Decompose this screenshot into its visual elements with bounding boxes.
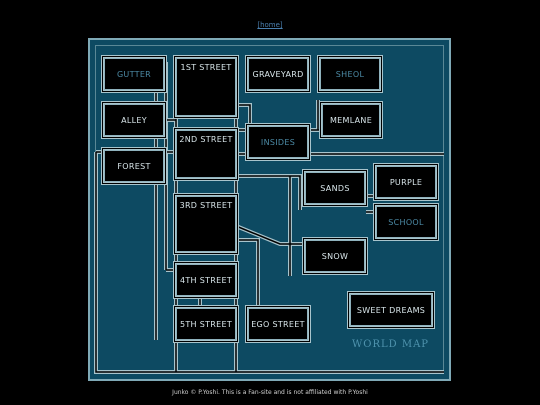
world-map-title: WORLD MAP [352,339,430,350]
location-3rd-street[interactable]: 3RD STREET [174,194,238,254]
location-snow[interactable]: SNOW [303,238,367,274]
location-graveyard[interactable]: GRAVEYARD [246,56,310,92]
footer-credit: Junko © P.Yoshi. This is a Fan-site and … [172,389,368,396]
location-sands[interactable]: SANDS [303,170,367,206]
location-2nd-street[interactable]: 2ND STREET [174,128,238,180]
location-forest[interactable]: FOREST [102,148,166,184]
location-purple[interactable]: PURPLE [374,164,438,200]
location-insides[interactable]: INSIDES [246,124,310,160]
location-memlane[interactable]: MEMLANE [320,102,382,138]
location-sheol[interactable]: SHEOL [318,56,382,92]
location-5th-street[interactable]: 5TH STREET [174,306,238,342]
location-gutter[interactable]: GUTTER [102,56,166,92]
location-4th-street[interactable]: 4TH STREET [174,262,238,298]
location-alley[interactable]: ALLEY [102,102,166,138]
location-school[interactable]: SCHOOL [374,204,438,240]
home-link[interactable]: [home] [257,21,283,29]
location-1st-street[interactable]: 1ST STREET [174,56,238,118]
location-ego-street[interactable]: EGO STREET [246,306,310,342]
location-sweet-dreams[interactable]: SWEET DREAMS [348,292,434,328]
